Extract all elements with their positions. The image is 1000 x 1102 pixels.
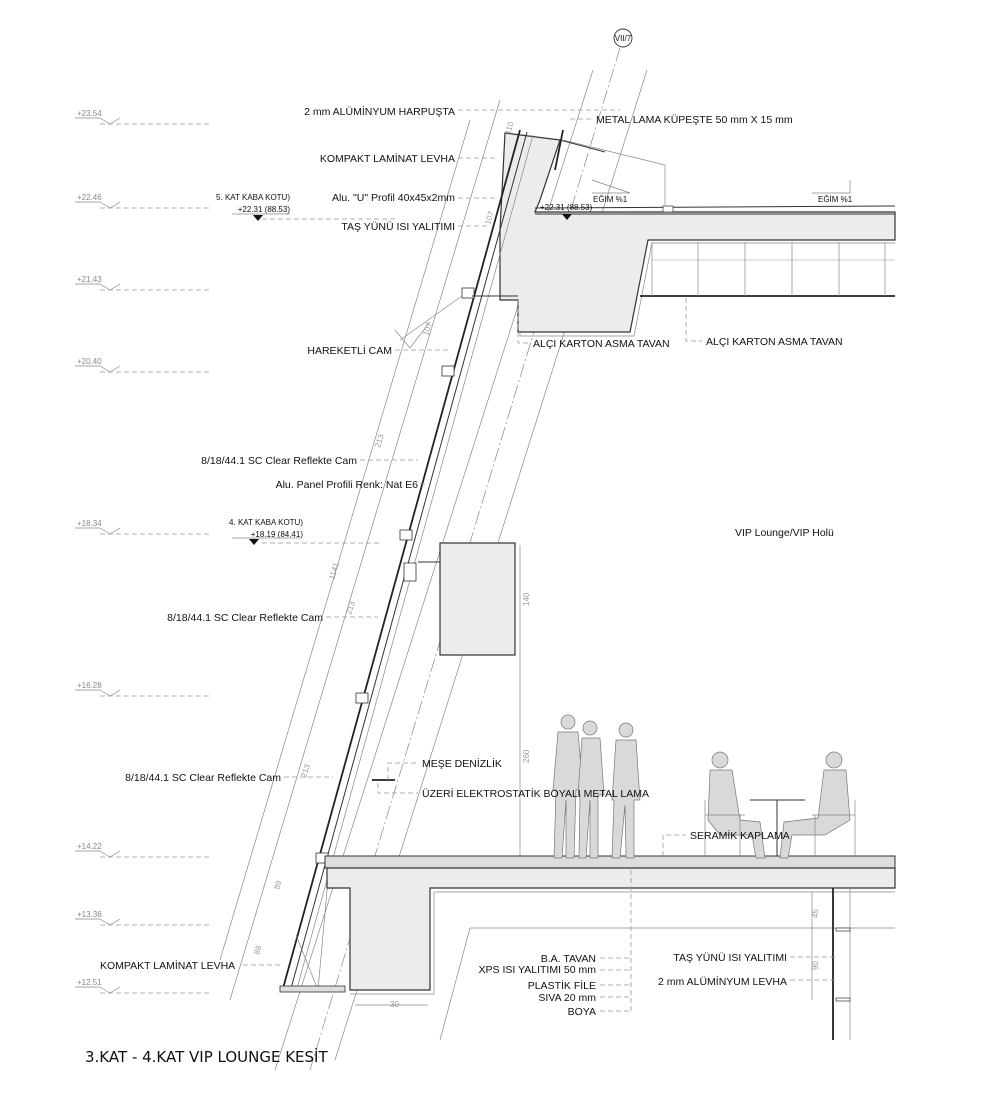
- annotation-glass: 8/18/44.1 SC Clear Reflekte Cam: [125, 772, 281, 784]
- annotation-xps: XPS ISI YALITIMI 50 mm: [479, 964, 597, 976]
- annotation-tas-yunu: TAŞ YÜNÜ ISI YALITIMI: [341, 221, 455, 233]
- grid-bubble-label: VII/7: [615, 34, 632, 43]
- table: [750, 799, 805, 856]
- level-marker: +18.34: [75, 519, 210, 535]
- person-seated: [707, 751, 766, 859]
- dimension-value: 110: [503, 120, 515, 135]
- annotation-hareketli-cam: HAREKETLİ CAM: [307, 344, 392, 357]
- annotation-plastik-file: PLASTİK FİLE: [528, 979, 596, 992]
- level-value: +12.51: [77, 978, 102, 987]
- level-value: +18.34: [77, 519, 102, 528]
- dimension-value: 213: [299, 763, 312, 779]
- annotation-kompakt-laminat: KOMPAKT LAMİNAT LEVHA: [320, 152, 455, 165]
- suspended-ceiling: [640, 242, 895, 297]
- annotation-seramik: SERAMİK KAPLAMA: [690, 829, 790, 842]
- person: [611, 722, 641, 859]
- room-name: VIP Lounge/VIP Holü: [735, 527, 834, 539]
- floor-mark-value: +18.19 (84.41): [251, 530, 304, 539]
- dimension-value: 260: [522, 749, 531, 763]
- annotation-kompakt-laminat: KOMPAKT LAMİNAT LEVHA: [100, 959, 235, 972]
- level-value: +23.54: [77, 109, 102, 118]
- roof-slab: EĞİM %1 EĞİM %1 +22.31 (88.53): [499, 129, 896, 337]
- floor-mark-label: 5. KAT KABA KOTU): [216, 193, 290, 202]
- annotation-ba-tavan: B.A. TAVAN: [541, 953, 596, 965]
- dimension-value: 140: [522, 592, 531, 606]
- level-marker: +22.46: [75, 193, 210, 209]
- level-triangle-icon: [562, 214, 572, 220]
- annotation-glass: 8/18/44.1 SC Clear Reflekte Cam: [201, 455, 357, 467]
- level-value: +13.36: [77, 910, 102, 919]
- level-marker: +23.54: [75, 109, 210, 125]
- level-triangle-icon: [249, 539, 259, 545]
- level-markers: +23.54 +22.46 +21.43 +20.40 +18.34 +16.2…: [75, 109, 210, 994]
- level-marker: +21.43: [75, 275, 210, 291]
- level-marker: +14.22: [75, 842, 210, 858]
- chair: [812, 800, 856, 856]
- dimension-value: 90: [811, 961, 820, 970]
- grid-bubble: [613, 28, 633, 48]
- level-triangle-icon: [253, 215, 263, 221]
- dimension-value: 1141: [327, 561, 341, 581]
- floor-mark-label: 4. KAT KABA KOTU): [229, 518, 303, 527]
- chair: [704, 800, 745, 856]
- floor-mark-kat4: 4. KAT KABA KOTU) +18.19 (84.41): [229, 518, 380, 545]
- annotation-tas-yunu: TAŞ YÜNÜ ISI YALITIMI: [673, 952, 787, 964]
- annotation-alci-karton: ALÇI KARTON ASMA TAVAN: [533, 338, 670, 350]
- dimensions: 110 107 107 213 1141 213 140 260 213 89 …: [252, 120, 820, 1009]
- drawing-title: 3.KAT - 4.KAT VIP LOUNGE KESİT: [85, 1047, 328, 1066]
- floor-slab: [324, 855, 896, 1041]
- people-silhouettes: [552, 714, 856, 859]
- level-value: +16.28: [77, 681, 102, 690]
- dimension-value: 88: [252, 944, 263, 956]
- dimension-value: 45: [811, 909, 820, 918]
- annotation-kupeste: METAL LAMA KÜPEŞTE 50 mm X 15 mm: [596, 114, 793, 126]
- level-value: +20.40: [77, 357, 102, 366]
- dimension-value: 89: [272, 879, 283, 891]
- slope-label: EĞİM %1: [818, 195, 853, 204]
- annotation-alu-levha: 2 mm ALÜMİNYUM LEVHA: [658, 975, 787, 988]
- annotations: 2 mm ALÜMİNYUM HARPUŞTA KOMPAKT LAMİNAT …: [100, 105, 843, 1018]
- annotation-alci-karton: ALÇI KARTON ASMA TAVAN: [706, 336, 843, 348]
- person-seated: [779, 751, 851, 859]
- level-marker: +13.36: [75, 910, 210, 926]
- annotation-boya: BOYA: [568, 1006, 596, 1018]
- parapet-block: [403, 542, 516, 656]
- level-value: +21.43: [77, 275, 102, 284]
- roof-level-value: +22.31 (88.53): [540, 203, 593, 212]
- annotation-glass: 8/18/44.1 SC Clear Reflekte Cam: [167, 612, 323, 624]
- dimension-value: 30: [390, 1000, 399, 1009]
- annotation-harpusta: 2 mm ALÜMİNYUM HARPUŞTA: [304, 105, 455, 118]
- floor-mark-value: +22.31 (88.53): [238, 205, 291, 214]
- dimension-value: 213: [373, 433, 386, 449]
- annotation-siva: SIVA 20 mm: [538, 992, 596, 1004]
- level-value: +22.46: [77, 193, 102, 202]
- dimension-value: 107: [421, 321, 434, 337]
- dimension-value: 107: [483, 210, 496, 226]
- annotation-u-profil: Alu. "U" Profil 40x45x2mm: [332, 192, 455, 204]
- leaders: [243, 109, 836, 1013]
- level-marker: +12.51: [75, 978, 210, 994]
- slope-label: EĞİM %1: [593, 195, 628, 204]
- floor-mark-kat5: 5. KAT KABA KOTU) +22.31 (88.53): [216, 193, 395, 221]
- person: [577, 720, 605, 859]
- annotation-metal-lama: ÜZERİ ELEKTROSTATİK BOYALI METAL LAMA: [422, 787, 649, 800]
- level-marker: +20.40: [75, 357, 210, 373]
- level-value: +14.22: [77, 842, 102, 851]
- level-marker: +16.28: [75, 681, 210, 697]
- dimension-value: 213: [344, 600, 357, 616]
- annotation-mese-denizlik: MEŞE DENİZLİK: [422, 757, 502, 770]
- annotation-panel-profili: Alu. Panel Profili Renk: Nat E6: [276, 479, 419, 491]
